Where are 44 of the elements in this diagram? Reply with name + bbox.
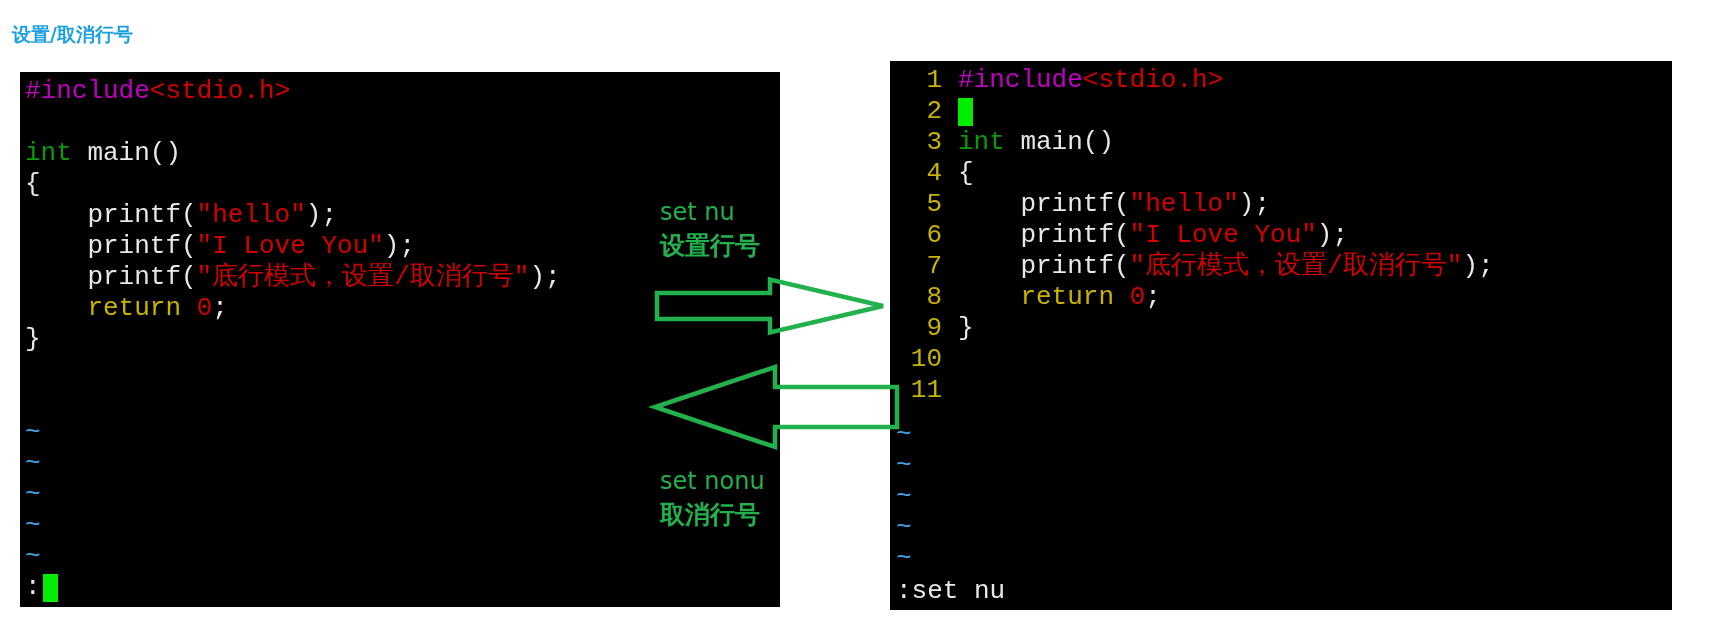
empty-line-marker: ~ <box>896 450 912 482</box>
block-arrow <box>647 363 900 451</box>
code-line: #include<stdio.h> <box>958 64 1224 96</box>
line-number: 2 <box>926 95 942 127</box>
line-number: 6 <box>926 219 942 251</box>
empty-line-marker: ~ <box>25 416 41 448</box>
code-line: { <box>958 157 974 189</box>
code-line: printf("底行模式，设置/取消行号"); <box>1020 250 1494 282</box>
line-number: 4 <box>926 157 942 189</box>
line-number: 7 <box>926 250 942 282</box>
line-number: 10 <box>910 343 942 375</box>
code-line: printf("I Love You"); <box>87 230 416 262</box>
code-line: return 0; <box>87 292 228 324</box>
heading: 设置/取消行号 <box>12 22 133 47</box>
code-line: printf("hello"); <box>87 199 338 231</box>
empty-line-marker: ~ <box>896 419 912 451</box>
code-line: printf("I Love You"); <box>1020 219 1349 251</box>
code-line: } <box>25 323 41 355</box>
line-number: 5 <box>926 188 942 220</box>
code-line: int main() <box>25 137 182 169</box>
code-line: return 0; <box>1020 281 1161 313</box>
line-number: 8 <box>926 281 942 313</box>
empty-line-marker: ~ <box>25 540 41 572</box>
line-number: 9 <box>926 312 942 344</box>
command-line: :set nu <box>896 576 1006 607</box>
empty-line-marker: ~ <box>896 481 912 513</box>
empty-line-marker: ~ <box>25 478 41 510</box>
code-line: printf("底行模式，设置/取消行号"); <box>87 261 561 293</box>
empty-line-marker: ~ <box>896 543 912 575</box>
line-number: 3 <box>926 126 942 158</box>
command-line: : <box>25 571 41 603</box>
code-line: int main() <box>958 126 1115 158</box>
line-number: 1 <box>926 64 942 96</box>
code-line: printf("hello"); <box>1020 188 1271 220</box>
code-line: } <box>958 312 974 344</box>
empty-line-marker: ~ <box>25 447 41 479</box>
terminal-window <box>20 72 780 607</box>
code-line: #include<stdio.h> <box>25 75 291 107</box>
code-line: { <box>25 168 41 200</box>
terminal-window <box>890 61 1672 610</box>
block-arrow <box>654 276 886 336</box>
empty-line-marker: ~ <box>896 512 912 544</box>
line-number: 11 <box>910 374 942 406</box>
empty-line-marker: ~ <box>25 509 41 541</box>
